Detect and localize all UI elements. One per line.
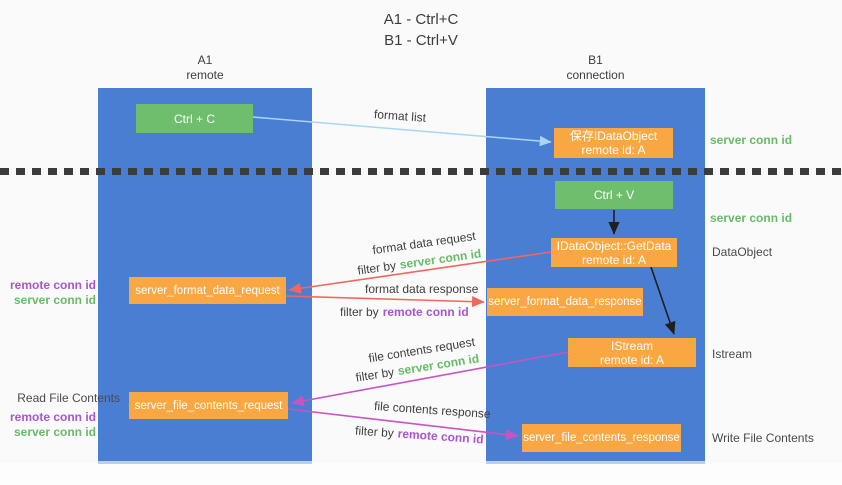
title-line-2: B1 - Ctrl+V xyxy=(384,32,458,49)
annotation-remote-conn-id-2: remote conn id xyxy=(10,410,97,424)
annotation-server-conn-id-top: server conn id xyxy=(710,133,793,147)
annotation-conn-ids-format: remote conn id server conn id xyxy=(10,278,96,308)
filter-key-remote-1: remote conn id xyxy=(382,305,469,319)
arrow-format-data-response xyxy=(285,295,485,308)
arrow-file-contents-request xyxy=(291,351,569,407)
node-idataobject-getdata: IDataObject::GetData remote id: A xyxy=(551,238,677,267)
annotation-istream: Istream xyxy=(712,347,753,361)
node-ctrl-v-label: Ctrl + V xyxy=(593,188,635,202)
page-title: A1 - Ctrl+C B1 - Ctrl+V xyxy=(0,9,842,51)
annotation-server-conn-id-mid: server conn id xyxy=(710,211,793,225)
arrow-file-contents-response xyxy=(287,408,519,441)
lane-a1-name: remote xyxy=(186,68,224,82)
node-server-file-contents-response-label: server_file_contents_response xyxy=(523,432,680,444)
annotation-write-file-contents: Write File Contents xyxy=(712,431,814,445)
filter-prefix-4: filter by xyxy=(354,423,395,441)
annotation-server-conn-id-2: server conn id xyxy=(13,425,96,439)
node-save-idataobject-line2: remote id: A xyxy=(581,143,646,157)
annotation-conn-ids-file: remote conn id server conn id xyxy=(10,410,96,440)
node-server-format-data-response-label: server_format_data_response xyxy=(488,296,642,308)
filter-prefix-2: filter by xyxy=(340,305,379,319)
arrow-getdata-to-istream xyxy=(650,266,676,335)
lane-header-a1: A1 remote xyxy=(98,53,312,83)
node-server-file-contents-response: server_file_contents_response xyxy=(522,424,681,452)
node-server-file-contents-request-label: server_file_contents_request xyxy=(134,399,283,412)
bottom-strip xyxy=(0,463,842,485)
node-ctrl-c-label: Ctrl + C xyxy=(173,111,215,126)
node-ctrl-v: Ctrl + V xyxy=(555,181,673,209)
session-divider-dashed-line xyxy=(0,168,842,175)
node-istream-line1: IStream xyxy=(610,338,653,353)
annotation-read-file-contents: Read File Contents xyxy=(17,391,120,405)
arrow-format-data-request xyxy=(288,251,552,294)
lane-b1-id: B1 xyxy=(588,53,603,67)
annotation-server-conn-id-1: server conn id xyxy=(13,293,96,307)
node-save-idataobject-line1: 保存IDataObject xyxy=(569,129,658,143)
lane-header-b1: B1 connection xyxy=(486,53,705,83)
node-istream: IStream remote id: A xyxy=(568,338,696,367)
node-server-format-data-request: server_format_data_request xyxy=(129,277,286,304)
lane-b1-name: connection xyxy=(566,68,625,82)
node-save-idataobject: 保存IDataObject remote id: A xyxy=(554,128,673,158)
annotation-dataobject: DataObject xyxy=(712,245,773,259)
node-idataobject-getdata-line1: IDataObject::GetData xyxy=(556,238,672,253)
node-ctrl-c: Ctrl + C xyxy=(136,104,253,133)
node-server-file-contents-request: server_file_contents_request xyxy=(129,392,288,419)
node-server-format-data-request-label: server_format_data_request xyxy=(135,284,280,297)
label-format-data-response: format data response xyxy=(365,282,479,296)
node-istream-line2: remote id: A xyxy=(599,352,665,367)
title-line-1: A1 - Ctrl+C xyxy=(383,11,459,28)
arrow-format-list xyxy=(252,116,552,147)
lane-a1-id: A1 xyxy=(197,53,213,67)
node-server-format-data-response: server_format_data_response xyxy=(487,288,643,316)
annotation-remote-conn-id-1: remote conn id xyxy=(10,278,97,292)
node-idataobject-getdata-line2: remote id: A xyxy=(581,252,647,267)
